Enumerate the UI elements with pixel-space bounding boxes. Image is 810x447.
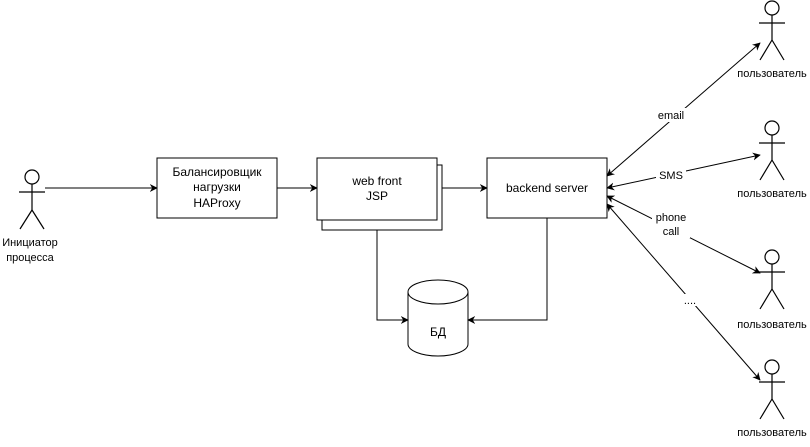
initiator-label-line2: процесса [6,252,54,264]
stick-figure-icon [759,0,785,61]
stick-figure-icon [19,169,45,230]
user-actor-4[interactable]: пользователь [737,359,807,439]
user-actor-2[interactable]: пользователь [737,120,807,200]
edge-other [606,203,761,381]
balancer-label-line2: нагрузки [193,180,241,194]
edge-backend-db [467,218,548,324]
backend-box[interactable]: backend server [486,157,608,219]
database-label: БД [430,325,446,339]
webfront-label-line1: web front [351,174,402,188]
initiator-label-line1: Инициатор [2,237,58,249]
user-label: пользователь [737,427,807,439]
edge-label-dots: .... [684,295,696,307]
webfront-label-line2: JSP [366,189,388,203]
user-actor-3[interactable]: пользователь [737,249,807,331]
edge-label-phone-line1: phone [656,212,687,224]
balancer-box[interactable]: Балансировщик нагрузки HAProxy [156,157,278,219]
balancer-label-line1: Балансировщик [172,165,262,179]
backend-label: backend server [506,181,588,195]
user-label: пользователь [737,68,807,80]
edge-label-sms: SMS [659,170,683,182]
stick-figure-icon [759,120,785,181]
user-label: пользователь [737,188,807,200]
edge-webfront-db [376,230,409,324]
initiator-actor[interactable]: Инициатор процесса [2,169,58,264]
database-cylinder[interactable]: БД [407,279,469,357]
user-label: пользователь [737,319,807,331]
stick-figure-icon [759,249,785,310]
balancer-label-line3: HAProxy [193,196,240,210]
edge-label-phone-line2: call [663,226,680,238]
webfront-box[interactable]: web front JSP [316,157,443,231]
user-actor-1[interactable]: пользователь [737,0,807,80]
edge-label-email: email [658,110,684,122]
stick-figure-icon [759,359,785,420]
